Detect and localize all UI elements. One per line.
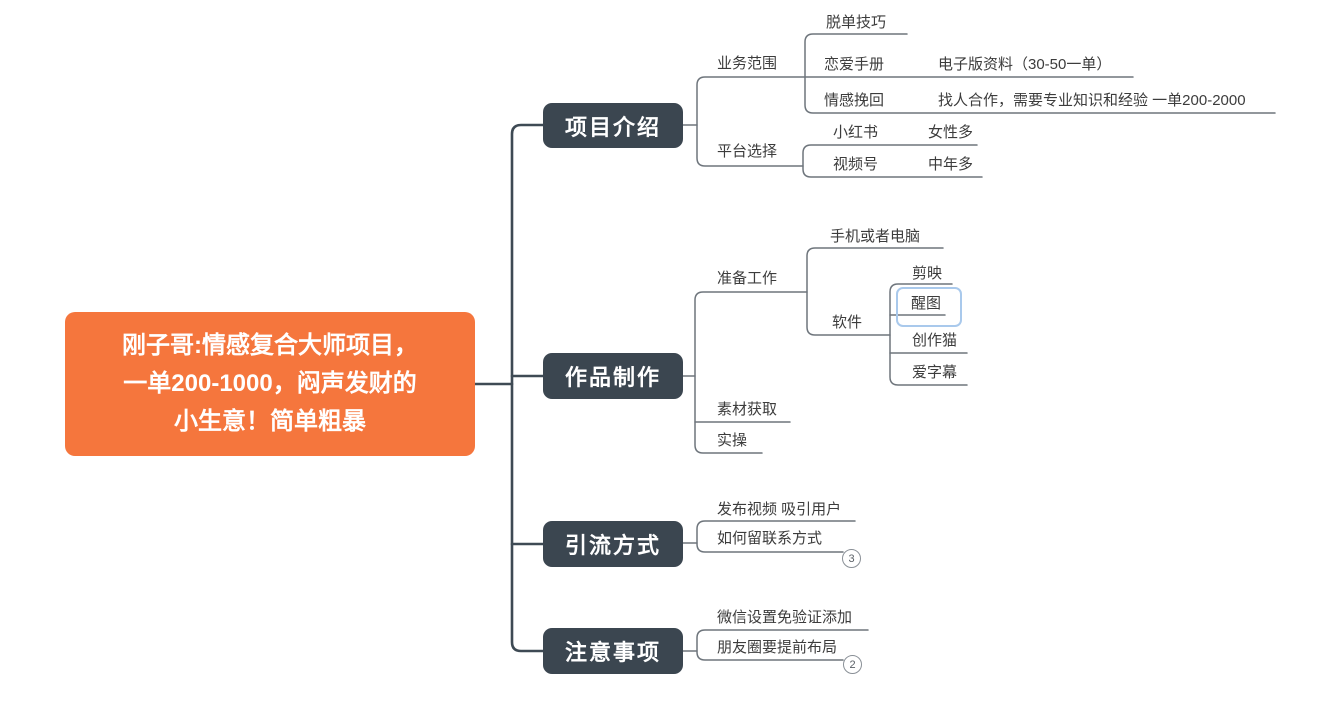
selection-box <box>896 287 962 327</box>
node-software[interactable]: 软件 <box>832 314 863 331</box>
collapsed-count-badge[interactable]: 3 <box>842 549 861 568</box>
node-aizimu[interactable]: 爱字幕 <box>912 364 958 381</box>
project-intro-bracket <box>696 76 806 167</box>
traffic-method-bracket <box>696 520 856 553</box>
collapsed-count-badge[interactable]: 2 <box>843 655 862 674</box>
branch-project-intro[interactable]: 项目介绍 <box>543 103 683 148</box>
node-moments-layout[interactable]: 朋友圈要提前布局 <box>717 639 838 656</box>
branch-work-production[interactable]: 作品制作 <box>543 353 683 399</box>
branch-traffic-method[interactable]: 引流方式 <box>543 521 683 567</box>
node-xiaohongshu-detail[interactable]: 女性多 <box>928 124 974 141</box>
notes-bracket <box>696 629 869 661</box>
node-single-tips[interactable]: 脱单技巧 <box>826 14 887 31</box>
node-love-manual-detail[interactable]: 电子版资料（30-50一单） <box>938 56 1112 73</box>
node-practice[interactable]: 实操 <box>717 432 748 449</box>
work-production-bracket <box>694 291 808 454</box>
node-publish-video[interactable]: 发布视频 吸引用户 <box>717 501 842 518</box>
node-preparation[interactable]: 准备工作 <box>717 270 778 287</box>
business-scope-children-bracket <box>804 33 1276 114</box>
node-shipinhao-detail[interactable]: 中年多 <box>928 156 974 173</box>
branch-connectors <box>682 33 1276 661</box>
node-emotion-recovery[interactable]: 情感挽回 <box>824 92 885 109</box>
node-platform-selection[interactable]: 平台选择 <box>717 143 778 160</box>
node-xiaohongshu[interactable]: 小红书 <box>833 124 879 141</box>
node-jianying[interactable]: 剪映 <box>912 265 943 282</box>
node-material-acquisition[interactable]: 素材获取 <box>717 401 778 418</box>
node-love-manual[interactable]: 恋爱手册 <box>824 56 885 73</box>
node-shipinhao[interactable]: 视频号 <box>833 156 879 173</box>
root-node[interactable]: 刚子哥:情感复合大师项目， 一单200-1000，闷声发财的 小生意！简单粗暴 <box>65 312 475 456</box>
software-children-bracket <box>889 283 968 386</box>
node-xingtu-selected[interactable]: 醒图 <box>911 295 942 312</box>
platform-children-bracket <box>802 144 983 178</box>
node-chuangzuomao[interactable]: 创作猫 <box>912 332 958 349</box>
node-wechat-setting[interactable]: 微信设置免验证添加 <box>717 609 853 626</box>
node-business-scope[interactable]: 业务范围 <box>717 55 778 72</box>
trunk-connectors <box>473 123 545 653</box>
preparation-children-bracket <box>806 247 944 336</box>
node-emotion-recovery-detail[interactable]: 找人合作，需要专业知识和经验 一单200-2000 <box>938 92 1246 109</box>
trunk-line <box>510 123 545 653</box>
node-contact-method[interactable]: 如何留联系方式 <box>717 530 823 547</box>
node-phone-or-computer[interactable]: 手机或者电脑 <box>830 228 921 245</box>
branch-notes[interactable]: 注意事项 <box>543 628 683 674</box>
